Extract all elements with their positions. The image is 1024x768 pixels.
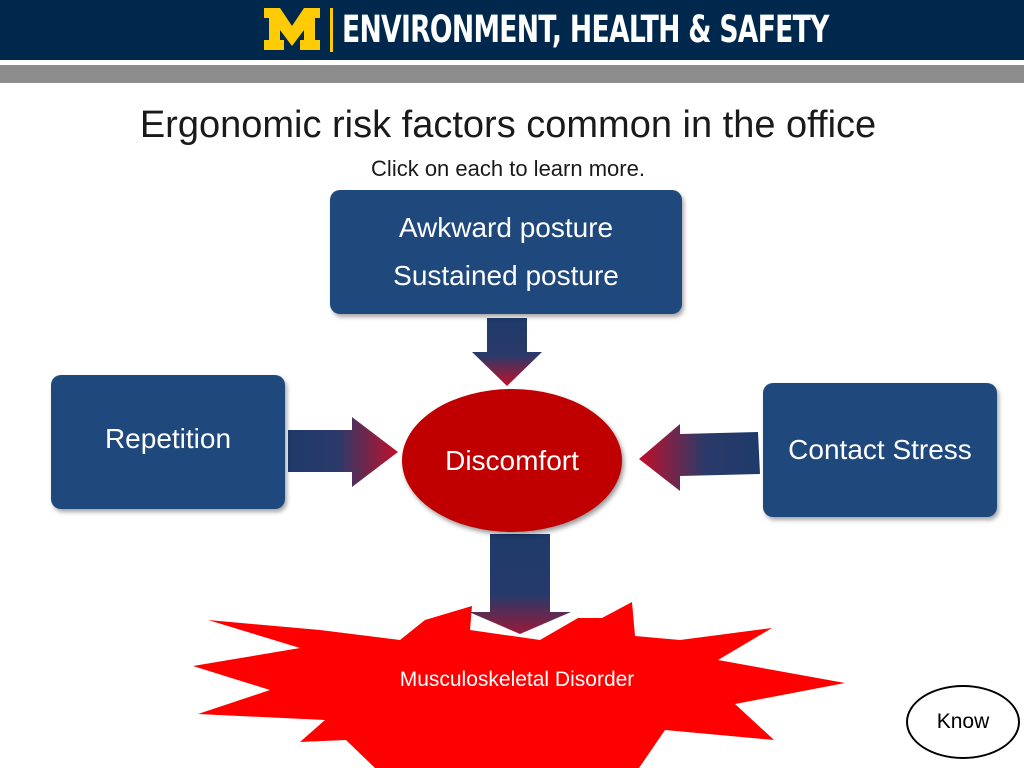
slide-title: Ergonomic risk factors common in the off… [139,104,877,146]
arrow-bottom-down [469,534,571,634]
header-banner: ENVIRONMENT, HEALTH & SAFETY [0,0,1024,60]
arrow-top-down [472,318,542,386]
musculoskeletal-burst [193,602,845,768]
contact-stress-button[interactable]: Contact Stress [763,383,997,517]
musculoskeletal-disorder-label: Musculoskeletal Disorder [399,668,635,691]
awkward-sustained-posture-button[interactable]: Awkward posture Sustained posture [330,190,682,314]
header-separator [0,60,1024,65]
contact-stress-label: Contact Stress [788,434,972,465]
header-divider [330,8,333,52]
discomfort-button[interactable]: Discomfort [402,389,622,532]
arrow-left-right [288,417,398,487]
repetition-label: Repetition [104,423,232,454]
repetition-button[interactable]: Repetition [51,375,285,509]
sustained-posture-label: Sustained posture [393,260,619,291]
awkward-posture-label: Awkward posture [398,212,614,243]
discomfort-label: Discomfort [445,444,579,476]
arrow-right-left [639,424,760,491]
block-m-logo [264,8,320,50]
header-title: ENVIRONMENT, HEALTH & SAFETY [342,8,829,51]
know-label: Know [936,710,990,733]
header-grey-bar [0,65,1024,83]
slide-subtitle: Click on each to learn more. [371,156,645,181]
know-button[interactable]: Know [906,685,1020,759]
